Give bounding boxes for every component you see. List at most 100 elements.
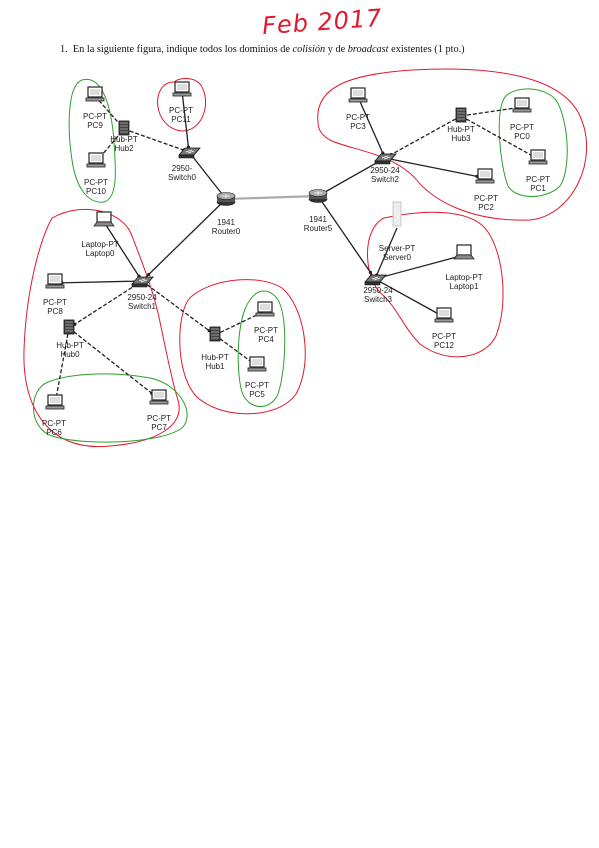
link-switch1-hub1	[141, 280, 216, 336]
device-name-pc7: PC7	[151, 423, 167, 432]
link-server0-switch3	[374, 227, 398, 280]
collision-domain-hub1	[237, 290, 286, 407]
link-hub1-pc4	[214, 310, 266, 336]
link-hub3-pc0	[460, 106, 523, 117]
device-name-laptop1: Laptop1	[450, 282, 479, 291]
device-type-hub0: Hub-PT	[56, 341, 84, 350]
pc-icon-pc4	[255, 301, 275, 317]
server-icon-server0	[392, 201, 402, 227]
link-laptop0-switch1	[103, 221, 143, 282]
pc-icon-pc3	[348, 87, 368, 103]
device-type-pc1: PC-PT	[526, 175, 550, 184]
device-name-switch0: Switch0	[168, 173, 197, 182]
pc-icon-pc0	[512, 97, 532, 113]
switch-icon-switch2	[374, 153, 397, 165]
device-type-pc0: PC-PT	[510, 123, 534, 132]
link-switch0-router0	[188, 151, 227, 200]
pc-icon-pc1	[528, 149, 548, 165]
broadcast-domain-router0-switch0	[157, 78, 207, 132]
device-type-switch2: 2950-24	[370, 166, 400, 175]
link-switch2-pc2	[384, 157, 486, 179]
pc-icon-pc8	[45, 273, 65, 289]
broadcast-domain-router5-switch2	[317, 68, 588, 221]
device-name-pc11: PC11	[171, 115, 191, 124]
device-type-pc4: PC-PT	[254, 326, 278, 335]
link-end-router0-switch1	[147, 272, 151, 277]
laptop-icon-laptop1	[453, 244, 475, 260]
device-type-pc8: PC-PT	[43, 298, 67, 307]
question-text-before: En la siguiente figura, indique todos lo…	[72, 44, 293, 55]
link-router5-switch2	[317, 157, 386, 197]
device-type-pc7: PC-PT	[147, 414, 171, 423]
link-pc11-switch0	[181, 90, 190, 153]
device-name-pc8: PC8	[47, 307, 63, 316]
device-type-hub1: Hub-PT	[201, 353, 229, 362]
device-type-pc10: PC-PT	[84, 178, 108, 187]
pc-icon-pc5	[247, 356, 267, 372]
device-type-laptop0: Laptop-PT	[81, 240, 118, 249]
device-type-switch1: 2950-24	[127, 293, 157, 302]
device-name-pc9: PC9	[87, 121, 103, 130]
device-type-hub3: Hub-PT	[447, 125, 475, 134]
link-hub3-switch2	[384, 115, 462, 159]
device-type-pc11: PC-PT	[169, 106, 193, 115]
device-name-pc2: PC2	[478, 203, 494, 212]
device-name-hub1: Hub1	[205, 362, 225, 371]
domain-annotations	[23, 68, 588, 448]
broadcast-domain-router0-switch1	[23, 208, 180, 448]
device-type-hub2: Hub-PT	[110, 135, 138, 144]
device-name-pc1: PC1	[530, 184, 546, 193]
link-pc3-switch2	[357, 96, 386, 159]
pc-icon-pc11	[172, 81, 192, 97]
device-name-pc3: PC3	[350, 122, 366, 131]
device-name-pc6: PC6	[46, 428, 62, 437]
pc-icon-pc2	[475, 168, 495, 184]
question-term-collision: colisión	[292, 44, 326, 55]
device-type-laptop1: Laptop-PT	[445, 273, 482, 282]
link-switch1-hub0	[68, 280, 143, 329]
hub-icon-hub1	[209, 326, 221, 342]
link-switch3-pc12	[374, 278, 445, 318]
device-name-server0: Server0	[383, 253, 412, 262]
device-name-pc4: PC4	[258, 335, 274, 344]
device-name-pc0: PC0	[514, 132, 530, 141]
device-name-router0: Router0	[212, 227, 241, 236]
device-name-switch3: Switch3	[364, 295, 393, 304]
device-name-pc5: PC5	[249, 390, 265, 399]
collision-domain-hub2	[68, 78, 116, 203]
router-icon-router5	[308, 189, 328, 203]
link-hub0-pc7	[68, 327, 160, 400]
hub-icon-hub0	[63, 319, 75, 335]
link-hub2-switch0	[123, 128, 190, 153]
device-type-pc3: PC-PT	[346, 113, 370, 122]
broadcast-domain-router5-switch3	[367, 211, 504, 358]
link-hub0-pc6	[54, 327, 70, 405]
device-name-pc12: PC12	[434, 341, 455, 350]
link-router0-router5	[225, 194, 319, 201]
question-term-broadcast: broadcast	[347, 44, 389, 55]
pc-icon-pc7	[149, 389, 169, 405]
device-type-server0: Server-PT	[379, 244, 416, 253]
router-icon-router0	[216, 192, 236, 206]
device-type-pc6: PC-PT	[42, 419, 66, 428]
device-name-hub0: Hub0	[60, 350, 80, 359]
device-name-switch1: Switch1	[128, 302, 157, 311]
switch-icon-switch3	[364, 274, 387, 286]
switch-icon-switch1	[131, 276, 154, 288]
network-devices	[45, 81, 548, 410]
link-router5-switch3	[317, 195, 376, 280]
device-name-pc10: PC10	[86, 187, 107, 196]
pc-icon-pc6	[45, 394, 65, 410]
broadcast-domain-switch1-hub1	[179, 279, 306, 415]
device-name-hub2: Hub2	[114, 144, 134, 153]
link-switch3-laptop1	[374, 254, 465, 280]
switch-icon-switch0	[178, 147, 201, 159]
pc-icon-pc12	[434, 307, 454, 323]
device-type-switch3: 2950-24	[363, 286, 393, 295]
device-type-router5: 1941	[309, 215, 327, 224]
collision-domain-hub3	[498, 88, 568, 197]
link-end-router5-switch3	[368, 270, 373, 274]
pc-icon-pc10	[86, 152, 106, 168]
hub-icon-hub2	[118, 120, 130, 136]
